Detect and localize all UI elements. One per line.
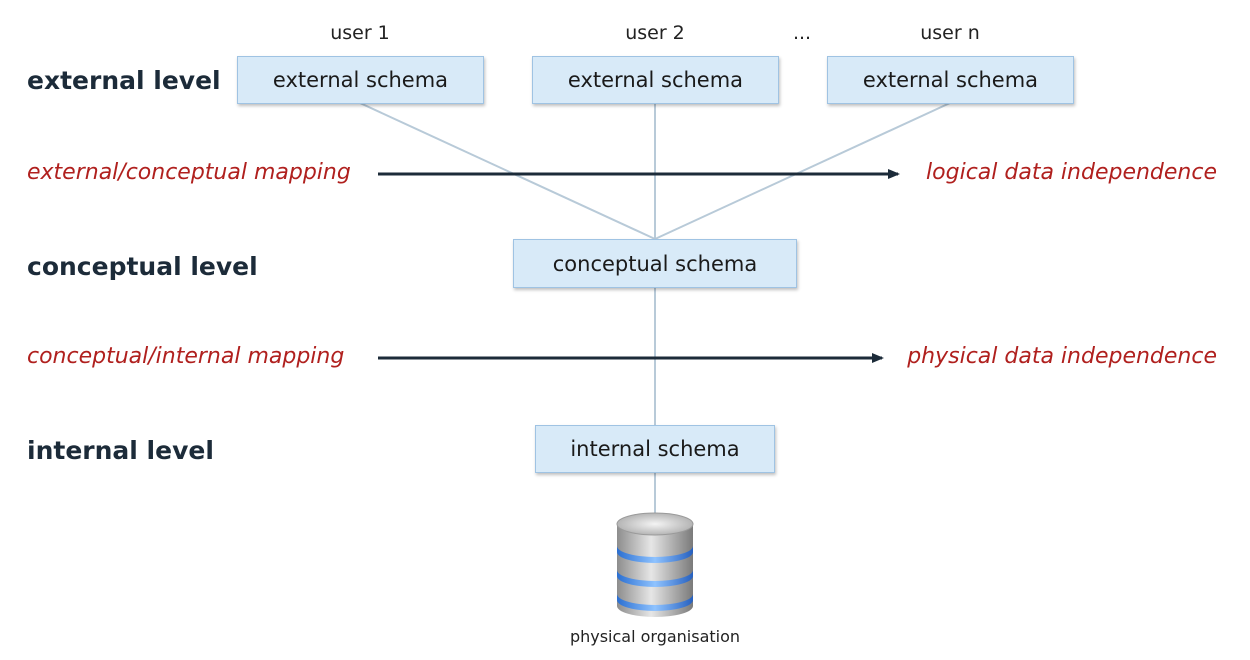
- user-n-label: user n: [920, 22, 980, 44]
- user-2-label: user 2: [625, 22, 685, 44]
- conceptual-schema-box: conceptual schema: [513, 239, 797, 288]
- physical-organisation-caption: physical organisation: [569, 627, 741, 646]
- external-conceptual-mapping-label: external/conceptual mapping: [27, 160, 351, 185]
- external-schema-box-3: external schema: [827, 56, 1074, 104]
- user-ellipsis: ...: [792, 22, 812, 44]
- connector-external-1: [359, 102, 656, 240]
- physical-data-independence-label: physical data independence: [907, 344, 1217, 369]
- user-1-label: user 1: [330, 22, 390, 44]
- external-schema-box-1: external schema: [237, 56, 484, 104]
- connector-external-3: [654, 102, 951, 240]
- conceptual-level-label: conceptual level: [27, 252, 258, 281]
- external-schema-box-2: external schema: [532, 56, 779, 104]
- database-icon: [616, 512, 694, 617]
- external-level-label: external level: [27, 66, 221, 95]
- conceptual-internal-mapping-label: conceptual/internal mapping: [27, 344, 345, 369]
- internal-level-label: internal level: [27, 436, 214, 465]
- logical-data-independence-label: logical data independence: [926, 160, 1217, 185]
- internal-schema-box: internal schema: [535, 425, 775, 473]
